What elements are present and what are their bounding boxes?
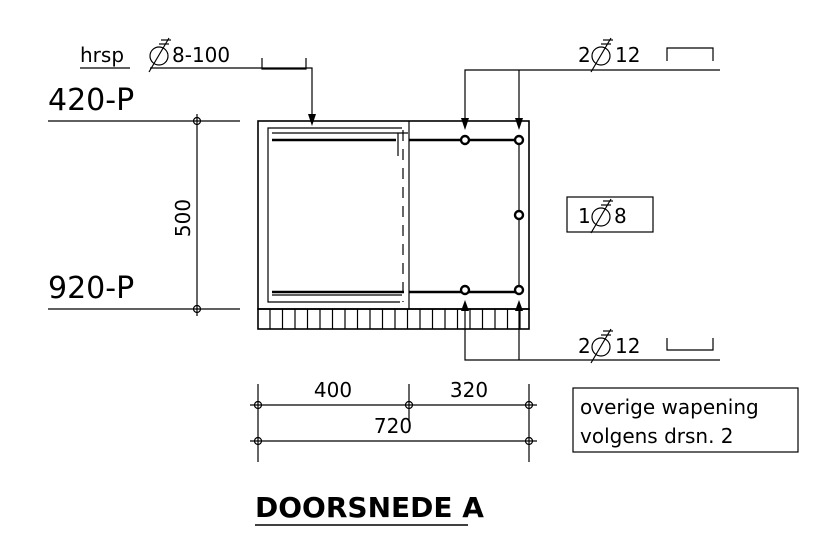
diameter-symbol-icon	[148, 37, 172, 73]
beam-section	[257, 120, 530, 330]
stirrup-leader-line	[150, 67, 313, 122]
bottom-bars-count: 2	[578, 334, 591, 358]
rebar-dot	[459, 134, 471, 146]
rebar-dot	[459, 284, 471, 296]
side-bar-label: 1 8	[566, 196, 654, 234]
height-dimension-value: 500	[171, 199, 195, 237]
note-box: overige wapening volgens drsn. 2	[572, 387, 799, 453]
width-dimensions: 400 320 720	[250, 378, 537, 462]
side-bar-count: 1	[578, 204, 591, 228]
level-top: 420-P	[48, 83, 240, 122]
side-bar-diameter: 8	[614, 204, 627, 228]
stirrup-leader-arrow	[308, 114, 316, 126]
height-dimension: 500	[171, 114, 202, 316]
top-bars-diameter: 12	[615, 43, 640, 67]
width-total-value: 720	[374, 414, 412, 438]
base-strip	[257, 308, 530, 330]
bottom-bars-leader	[464, 306, 720, 361]
stirrup-prefix: hrsp	[80, 43, 124, 67]
note-line-1: overige wapening	[580, 395, 759, 419]
rebar-dot	[513, 134, 525, 146]
top-bars-shape-icon	[666, 47, 714, 61]
width-right-value: 320	[450, 378, 488, 402]
beam-outline	[257, 120, 530, 310]
note-line-2: volgens drsn. 2	[580, 424, 734, 448]
base-strip-hatch	[269, 309, 521, 329]
width-left-value: 400	[314, 378, 352, 402]
diameter-symbol-icon	[590, 198, 614, 234]
stirrup-label: hrsp 8-100	[80, 37, 316, 126]
stirrup-left	[267, 127, 402, 303]
section-title: DOORSNEDE A	[255, 491, 484, 526]
level-bottom-label: 920-P	[48, 271, 134, 306]
diameter-symbol-icon	[590, 328, 614, 364]
rebar-dot	[513, 209, 525, 221]
diameter-symbol-icon	[590, 37, 614, 73]
side-bar-box	[566, 196, 654, 233]
bottom-bars-label: 2 12	[461, 300, 720, 364]
stirrup-bar: 8-100	[172, 43, 230, 67]
rebar-dot	[513, 284, 525, 296]
bottom-bars-shape-icon	[666, 338, 714, 351]
stirrup-shape-icon	[261, 58, 307, 70]
page-title: DOORSNEDE A	[255, 491, 484, 524]
bottom-bars-diameter: 12	[615, 334, 640, 358]
top-bars-count: 2	[578, 43, 591, 67]
top-bars-leader	[464, 69, 720, 125]
top-bars-label: 2 12	[461, 37, 720, 130]
level-top-label: 420-P	[48, 83, 134, 118]
level-bottom: 920-P	[48, 271, 240, 310]
note-frame	[572, 387, 799, 453]
